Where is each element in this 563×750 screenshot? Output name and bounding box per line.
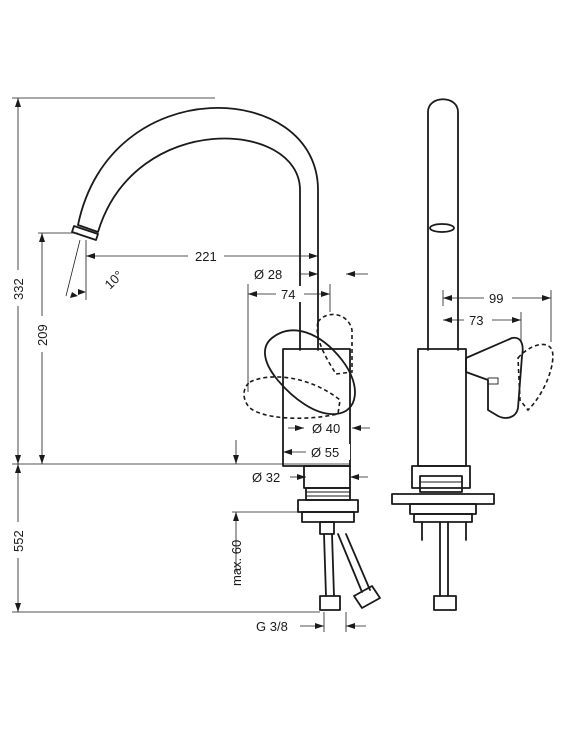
label-shank-diameter: Ø 32 (252, 470, 280, 485)
side-mount-plate (391, 493, 495, 505)
front-lever (264, 329, 356, 415)
front-lever-alt-left (243, 376, 341, 420)
label-base-inner-diameter: Ø 40 (312, 421, 340, 436)
spout-outlet (71, 225, 99, 241)
side-lever (465, 336, 524, 419)
side-view (391, 98, 554, 611)
side-outlet (429, 223, 455, 233)
front-base-ring (303, 465, 351, 489)
label-spout-angle: 10° (102, 268, 127, 293)
front-spout (77, 107, 319, 351)
front-hose-connector-left (319, 595, 341, 611)
label-connection-thread: G 3/8 (256, 619, 288, 634)
front-lever-alt-up (316, 313, 353, 375)
dimension-labels: 332 209 552 221 10° Ø 28 74 Ø 40 Ø 55 Ø … (8, 248, 512, 634)
front-mount-bolt (319, 521, 335, 535)
label-lever-offset: 74 (281, 287, 295, 302)
label-side-lever-offset: 73 (469, 313, 483, 328)
label-spout-reach: 221 (195, 249, 217, 264)
side-body (417, 348, 467, 467)
label-base-outer-diameter: Ø 55 (311, 445, 339, 460)
front-mount-plate (297, 499, 359, 513)
label-side-lever-reach: 99 (489, 291, 503, 306)
front-mount-nut (301, 511, 355, 523)
side-spout (427, 98, 459, 351)
side-lever-alt (517, 343, 554, 412)
front-hose-left (323, 533, 335, 597)
dimension-lines (12, 97, 552, 632)
side-shank (419, 475, 463, 493)
label-overall-height: 332 (11, 278, 26, 300)
front-view (71, 107, 381, 611)
front-hose-connector-right (353, 585, 381, 609)
label-max-counter-thickness: max. 60 (229, 540, 244, 586)
front-shank (305, 487, 351, 501)
front-hose-right (337, 533, 371, 593)
label-below-counter-length: 552 (11, 530, 26, 552)
side-hoses (439, 521, 449, 597)
label-spout-height: 209 (35, 324, 50, 346)
side-mount-nut (409, 503, 477, 515)
label-spout-diameter: Ø 28 (254, 267, 282, 282)
side-hose-connector (433, 595, 457, 611)
